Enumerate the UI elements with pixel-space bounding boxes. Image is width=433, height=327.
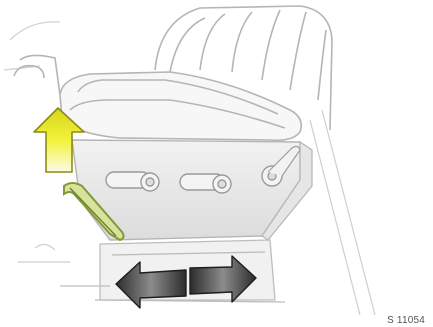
reference-code: S 11054	[387, 315, 425, 326]
